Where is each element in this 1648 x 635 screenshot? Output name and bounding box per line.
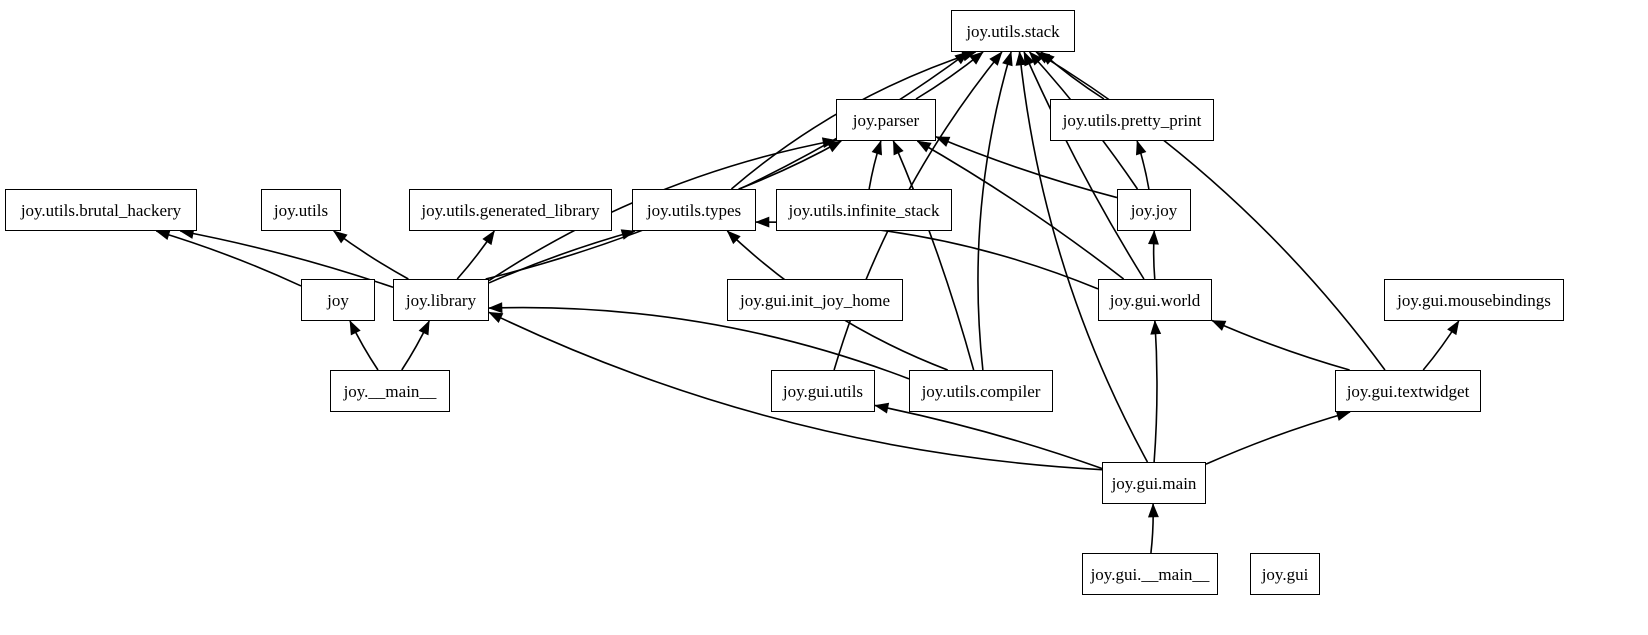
graph-node-gui[interactable]: joy.gui	[1250, 553, 1320, 595]
graph-arrowhead-gui_textwidget-to-gui_mousebindings	[1447, 320, 1460, 336]
graph-node-gui_mousebindings[interactable]: joy.gui.mousebindings	[1384, 279, 1564, 321]
graph-node-label: joy.utils.compiler	[921, 381, 1041, 401]
graph-node-parser[interactable]: joy.parser	[836, 99, 936, 141]
graph-edge-gui_world-to-utils_stack	[1023, 51, 1145, 280]
graph-node-utils_genlib[interactable]: joy.utils.generated_library	[409, 189, 612, 231]
graph-node-utils_compiler[interactable]: joy.utils.compiler	[909, 370, 1053, 412]
graph-node-label: joy.utils	[273, 200, 329, 220]
graph-arrowhead-joy_main-to-joy	[349, 320, 361, 336]
graph-edge-utils_compiler-to-library	[488, 306, 910, 380]
graph-edge-joy_joy-to-parser	[935, 136, 1118, 199]
graph-arrowhead-gui_utils-to-utils_stack	[989, 51, 1003, 66]
graph-node-label: joy.library	[405, 290, 477, 310]
graph-edge-gui_world-to-parser	[916, 140, 1125, 280]
graph-arrowhead-utils_compiler-to-parser	[893, 140, 904, 156]
graph-arrowhead-library-to-utils_genlib	[482, 230, 495, 246]
graph-arrowhead-library-to-utils	[332, 230, 348, 244]
graph-edge-gui_main-to-gui_world	[1153, 320, 1158, 463]
graph-arrowhead-gui_world-to-parser	[916, 140, 932, 153]
graph-arrowhead-utils_compiler-to-library	[488, 302, 503, 314]
graph-edge-library-to-utils_brutal	[180, 230, 394, 289]
graph-node-gui_world[interactable]: joy.gui.world	[1098, 279, 1212, 321]
graph-arrowhead-gui_main-to-gui_world	[1150, 320, 1162, 335]
graph-node-label: joy.gui.main	[1111, 473, 1197, 493]
graph-node-utils_stack[interactable]: joy.utils.stack	[951, 10, 1075, 52]
graph-node-joy_joy[interactable]: joy.joy	[1117, 189, 1191, 231]
graph-arrowhead-gui_main-to-gui_textwidget	[1335, 410, 1351, 421]
graph-arrowhead-joy-to-utils_brutal	[155, 229, 171, 241]
graph-arrowhead-gui_world-to-utils_stack	[1023, 51, 1035, 67]
graph-edge-gui_main-to-utils_stack	[1018, 51, 1149, 463]
graph-node-label: joy.gui.init_joy_home	[739, 290, 890, 310]
graph-node-utils_brutal[interactable]: joy.utils.brutal_hackery	[5, 189, 197, 231]
graph-edge-gui_main-to-gui_textwidget	[1205, 411, 1351, 465]
graph-arrowhead-parser-to-utils_stack	[969, 51, 984, 65]
graph-node-label: joy.gui.world	[1109, 290, 1201, 310]
graph-node-label: joy.utils.stack	[966, 21, 1060, 41]
graph-arrowhead-gui_main-to-gui_utils	[874, 402, 890, 414]
graph-node-label: joy.utils.pretty_print	[1062, 110, 1202, 130]
graph-edge-utils_compiler-to-utils_stack	[977, 51, 1012, 371]
graph-arrowhead-library-to-utils_types	[620, 229, 636, 240]
graph-node-utils_types[interactable]: joy.utils.types	[632, 189, 756, 231]
graph-node-label: joy.joy	[1130, 200, 1178, 220]
graph-edge-gui_main-to-gui_utils	[874, 404, 1103, 470]
graph-node-joy[interactable]: joy	[301, 279, 375, 321]
graph-node-label: joy	[327, 290, 349, 310]
graph-arrowhead-joy_joy-to-utils_pretty_print	[1136, 140, 1147, 156]
graph-node-label: joy.utils.infinite_stack	[788, 200, 940, 220]
graph-edge-library-to-utils_stack	[485, 51, 969, 280]
graph-arrowhead-gui_main-to-utils_stack	[1015, 51, 1027, 66]
graph-node-library[interactable]: joy.library	[393, 279, 489, 321]
graph-edge-library-to-utils_types	[488, 230, 636, 284]
graph-node-gui_main[interactable]: joy.gui.main	[1102, 462, 1206, 504]
graph-node-joy_main[interactable]: joy.__main__	[330, 370, 450, 412]
graph-node-label: joy.gui	[1261, 564, 1309, 584]
graph-arrowhead-gui_textwidget-to-utils_stack	[1035, 51, 1051, 64]
graph-node-gui_utils[interactable]: joy.gui.utils	[771, 370, 875, 412]
graph-node-gui_init_joy_home[interactable]: joy.gui.init_joy_home	[727, 279, 903, 321]
graph-arrowhead-utils_compiler-to-utils_stack	[1002, 51, 1013, 67]
graph-arrowhead-utils_infinite-to-parser	[871, 140, 882, 156]
graph-arrowhead-gui_dunder_main-to-gui_main	[1147, 503, 1159, 518]
graph-arrowhead-gui_world-to-joy_joy	[1148, 230, 1159, 245]
graph-node-label: joy.utils.types	[646, 200, 742, 220]
graph-node-label: joy.utils.brutal_hackery	[20, 200, 182, 220]
graph-node-utils_pretty_print[interactable]: joy.utils.pretty_print	[1050, 99, 1214, 141]
graph-node-label: joy.parser	[852, 110, 920, 130]
graph-arrowhead-gui_world-to-utils_types	[755, 216, 770, 228]
graph-arrowhead-joy_joy-to-utils_stack	[1028, 51, 1043, 66]
graph-node-label: joy.gui.utils	[782, 381, 864, 401]
graph-node-label: joy.gui.mousebindings	[1397, 290, 1551, 310]
graph-arrowhead-gui_main-to-library	[488, 311, 504, 323]
graph-arrowhead-joy_main-to-library	[418, 320, 430, 336]
graph-edge-gui_textwidget-to-utils_stack	[1035, 51, 1386, 371]
graph-edge-gui_main-to-library	[488, 311, 1103, 471]
graph-node-utils_infinite[interactable]: joy.utils.infinite_stack	[776, 189, 952, 231]
graph-node-gui_dunder_main[interactable]: joy.gui.__main__	[1082, 553, 1218, 595]
graph-node-label: joy.utils.generated_library	[421, 200, 600, 220]
graph-arrowhead-gui_textwidget-to-gui_world	[1211, 320, 1227, 331]
graph-edge-utils_compiler-to-parser	[892, 140, 975, 371]
graph-node-gui_textwidget[interactable]: joy.gui.textwidget	[1335, 370, 1481, 412]
graph-node-label: joy.gui.textwidget	[1346, 381, 1470, 401]
graph-node-label: joy.gui.__main__	[1090, 564, 1210, 584]
graph-arrowhead-utils_types-to-parser	[826, 140, 842, 153]
graph-edge-gui_textwidget-to-gui_world	[1211, 319, 1350, 371]
graph-edge-joy-to-utils_brutal	[156, 230, 302, 287]
graph-arrowhead-utils_compiler-to-utils_types	[726, 230, 741, 245]
graph-node-utils[interactable]: joy.utils	[261, 189, 341, 231]
graph-node-label: joy.__main__	[343, 381, 437, 401]
